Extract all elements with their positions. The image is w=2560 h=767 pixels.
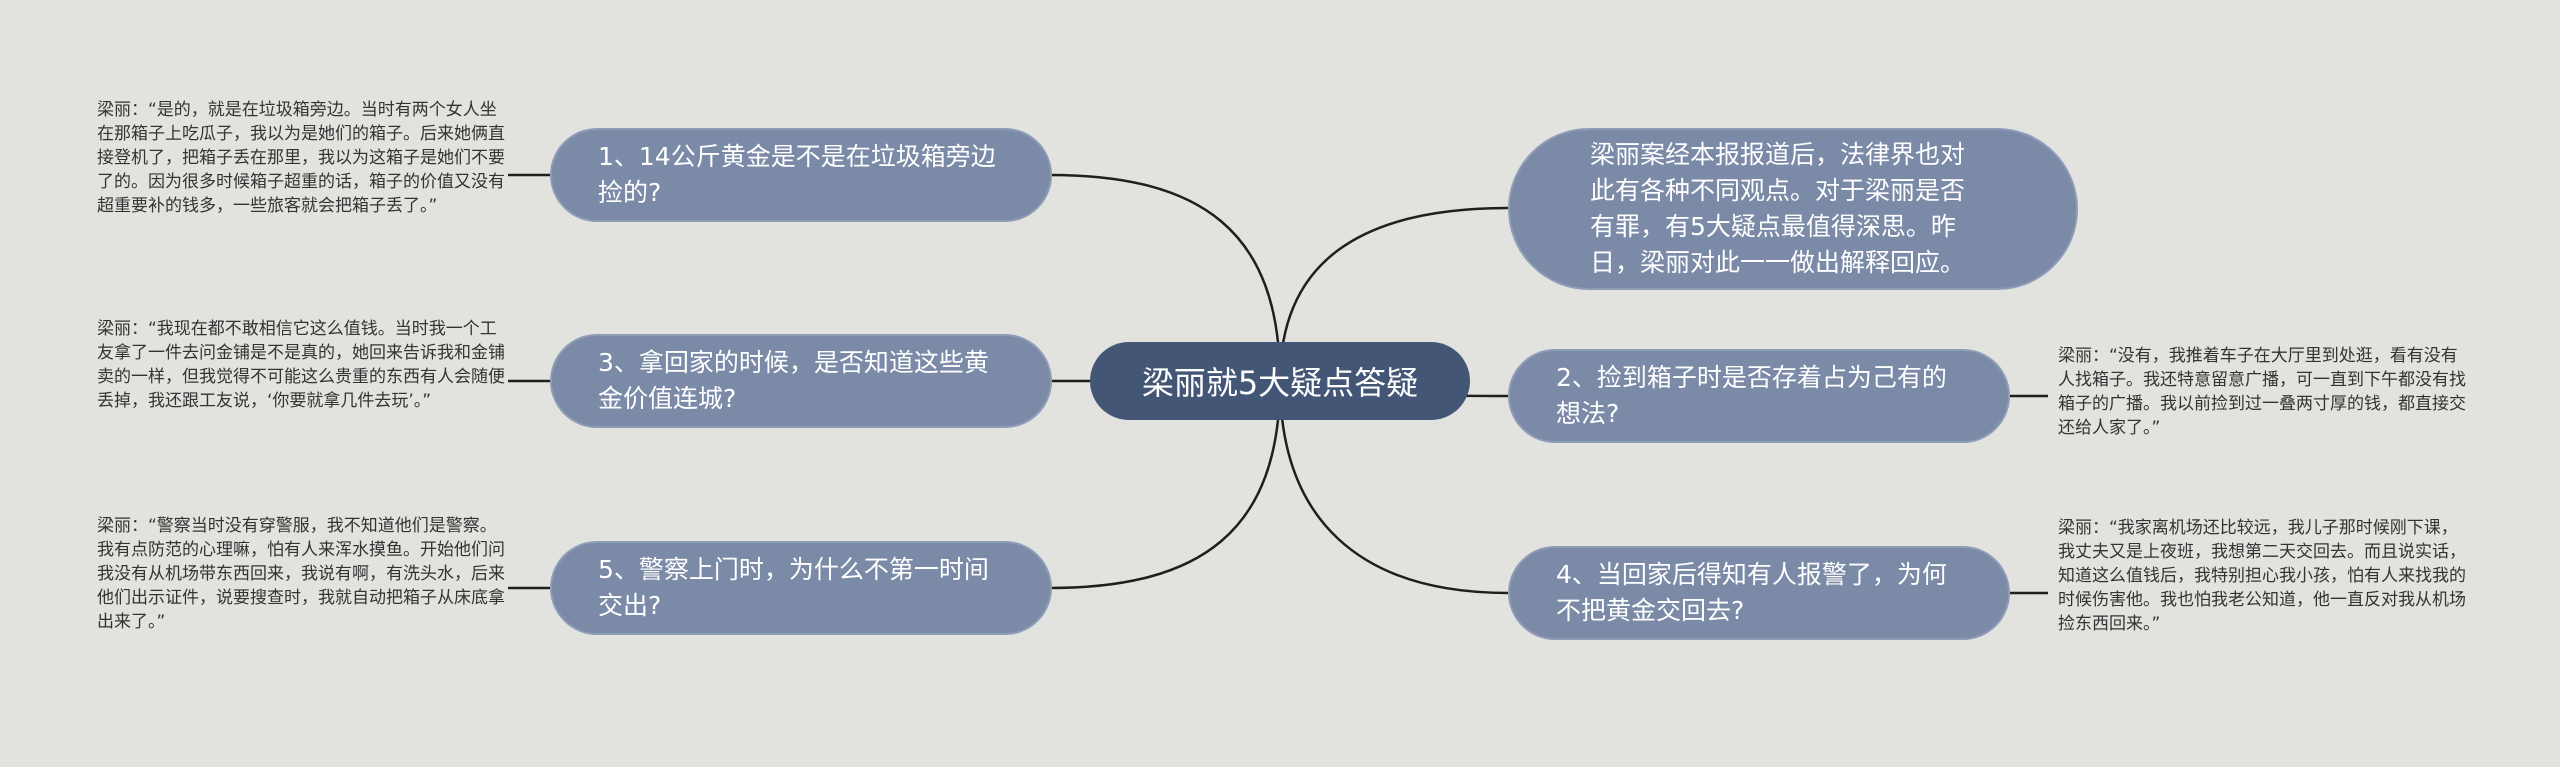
answer-note-1: 梁丽：“是的，就是在垃圾箱旁边。当时有两个女人坐在那箱子上吃瓜子，我以为是她们的… [97, 100, 505, 216]
central-topic[interactable]: 梁丽就5大疑点答疑 [1090, 342, 1470, 420]
link-q5 [1049, 380, 1282, 590]
question-node-5[interactable]: 5、警察上门时，为什么不第一时间交出? [550, 541, 1052, 635]
answer-note-2: 梁丽：“没有，我推着车子在大厅里到处逛，看有没有人找箱子。我还特意留意广播，可一… [2058, 346, 2466, 438]
answer-note-5: 梁丽：“警察当时没有穿警服，我不知道他们是警察。我有点防范的心理嘛，怕有人来浑水… [97, 516, 505, 632]
link-q4 [1278, 380, 1509, 595]
question-node-2[interactable]: 2、捡到箱子时是否存着占为己有的想法? [1508, 349, 2010, 443]
link-intro [1278, 206, 1509, 382]
answer-note-3: 梁丽：“我现在都不敢相信它这么值钱。当时我一个工友拿了一件去问金铺是不是真的，她… [97, 319, 505, 411]
answer-note-4: 梁丽：“我家离机场还比较远，我儿子那时候刚下课，我丈夫又是上夜班，我想第二天交回… [2058, 518, 2466, 634]
question-node-3[interactable]: 3、拿回家的时候，是否知道这些黄金价值连城? [550, 334, 1052, 428]
intro-node[interactable]: 梁丽案经本报报道后，法律界也对此有各种不同观点。对于梁丽是否有罪，有5大疑点最值… [1508, 128, 2078, 290]
question-node-4[interactable]: 4、当回家后得知有人报警了，为何不把黄金交回去? [1508, 546, 2010, 640]
question-node-1[interactable]: 1、14公斤黄金是不是在垃圾箱旁边捡的? [550, 128, 1052, 222]
link-q1 [1049, 173, 1282, 382]
